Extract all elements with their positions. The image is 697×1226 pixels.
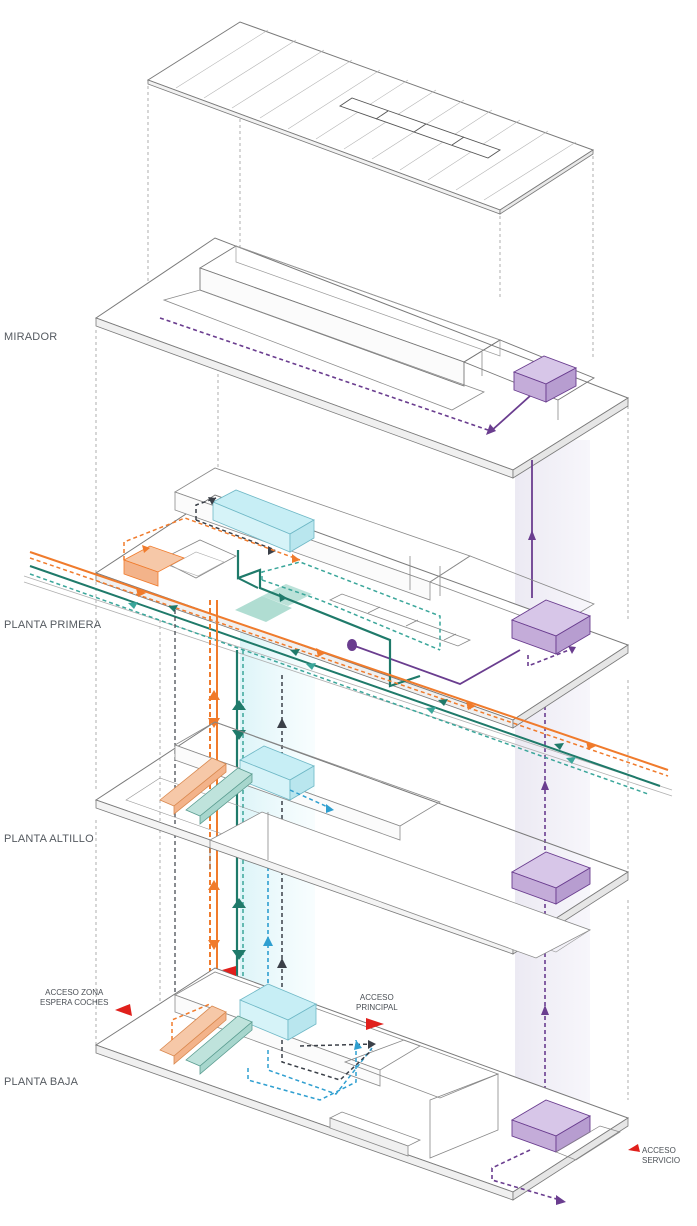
access-arrows xyxy=(115,966,640,1152)
annotation-acceso-zona-line2: ESPERA COCHES xyxy=(40,998,109,1007)
annotation-acceso-servicio-line2: SERVICIO xyxy=(642,1156,681,1165)
floor-label-planta-altillo: PLANTA ALTILLO xyxy=(4,833,94,845)
roof-slab xyxy=(146,21,595,215)
primera-slab xyxy=(94,467,630,729)
floor-label-planta-primera: PLANTA PRIMERA xyxy=(4,619,102,631)
annotation-acceso-servicio: ACCESO SERVICIO xyxy=(642,1146,680,1166)
floor-label-mirador: MIRADOR xyxy=(4,331,58,343)
baja-escalators xyxy=(159,1005,253,1075)
baja-slab xyxy=(94,967,630,1205)
annotation-acceso-principal-line1: ACCESO xyxy=(359,993,394,1002)
annotation-acceso-principal: ACCESO PRINCIPAL xyxy=(356,993,398,1013)
diagonal-route-band xyxy=(23,517,673,797)
red-arrow-altillo xyxy=(222,966,236,976)
red-arrow-servicio xyxy=(628,1144,640,1152)
purple-vertical-route xyxy=(528,460,549,1095)
altillo-escalators xyxy=(159,757,253,825)
altillo-slab xyxy=(94,721,630,959)
red-arrow-zona xyxy=(115,1004,132,1016)
annotation-acceso-principal-line2: PRINCIPAL xyxy=(356,1003,398,1012)
floor-label-planta-baja: PLANTA BAJA xyxy=(4,1076,79,1088)
annotation-acceso-zona: ACCESO ZONA ESPERA COCHES xyxy=(40,988,108,1008)
red-arrow-principal xyxy=(366,1018,384,1030)
service-shaft xyxy=(515,440,590,1140)
annotation-acceso-servicio-line1: ACCESO xyxy=(642,1146,676,1155)
mirador-slab xyxy=(94,237,630,479)
annotation-acceso-zona-line1: ACCESO ZONA xyxy=(45,988,104,997)
